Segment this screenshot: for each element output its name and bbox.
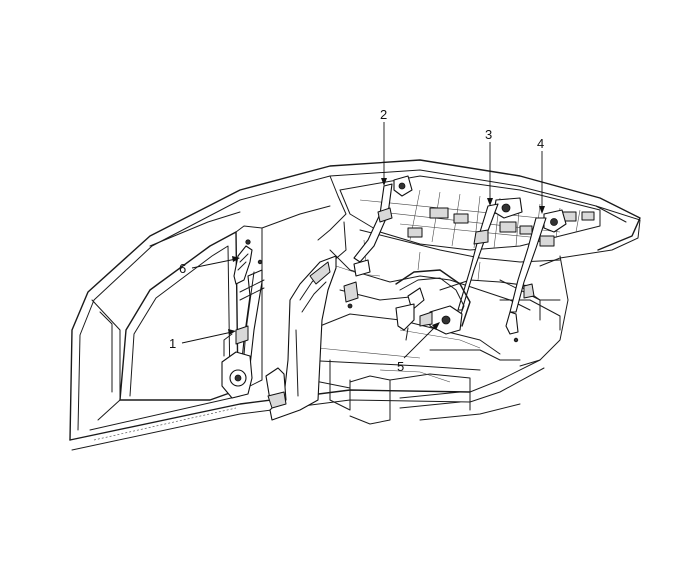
rear-parcel-shelf — [339, 175, 601, 251]
rear-right-seat-belt — [505, 209, 567, 343]
leader-6-arrowhead — [232, 256, 240, 262]
callout-4: 4 — [537, 136, 544, 151]
vehicle-body-outline — [69, 159, 641, 451]
leader-5 — [403, 325, 437, 359]
height-adjuster — [233, 239, 263, 285]
callout-labels: 1 2 3 4 5 6 — [169, 107, 544, 374]
callout-6: 6 — [179, 261, 186, 276]
leader-1-arrowhead — [228, 329, 236, 335]
leader-1 — [181, 331, 233, 344]
leader-2-arrowhead — [381, 178, 387, 186]
leader-4-arrowhead — [539, 206, 545, 214]
callout-3: 3 — [485, 127, 492, 142]
callout-leaders — [181, 122, 545, 359]
callout-2: 2 — [380, 107, 387, 122]
callout-5: 5 — [397, 359, 404, 374]
leader-6 — [191, 258, 237, 269]
rear-left-seat-belt — [343, 175, 413, 309]
callout-1: 1 — [169, 336, 176, 351]
rear-center-seat-belt — [395, 197, 523, 327]
leader-5-arrowhead — [432, 322, 440, 330]
leader-3-arrowhead — [487, 198, 493, 206]
front-seat-belt-assembly — [221, 269, 287, 409]
center-buckle-assembly — [395, 287, 463, 341]
